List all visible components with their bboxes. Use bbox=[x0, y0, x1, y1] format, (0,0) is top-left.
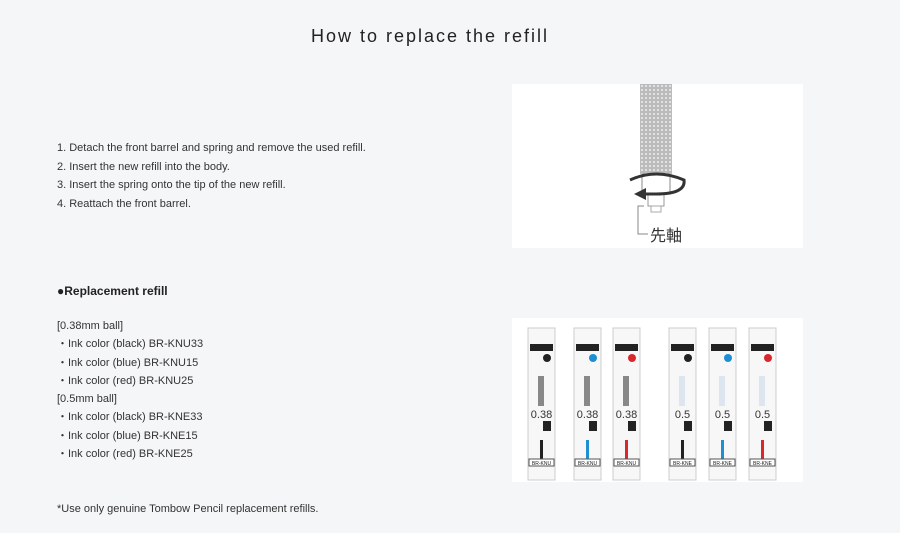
refill-package: 0.5BR-KNE bbox=[668, 327, 697, 481]
svg-text:BR-KNU: BR-KNU bbox=[617, 461, 637, 467]
svg-text:0.5: 0.5 bbox=[755, 409, 770, 421]
refill-line: ・Ink color (black) BR-KNE33 bbox=[57, 411, 203, 424]
refill-line: ・Ink color (blue) BR-KNE15 bbox=[57, 429, 198, 442]
step-item: 2. Insert the new refill into the body. bbox=[57, 160, 230, 173]
diagram-label: 先軸 bbox=[650, 227, 682, 245]
refill-line: ・Ink color (black) BR-KNU33 bbox=[57, 338, 204, 351]
svg-text:BR-KNE: BR-KNE bbox=[753, 461, 773, 467]
svg-text:0.5: 0.5 bbox=[715, 409, 730, 421]
step-item: 4. Reattach the front barrel. bbox=[57, 197, 191, 210]
svg-text:BR-KNE: BR-KNE bbox=[713, 461, 733, 467]
refill-line: ・Ink color (blue) BR-KNU15 bbox=[57, 356, 199, 369]
refill-line: [0.38mm ball] bbox=[57, 320, 124, 332]
refill-package: 0.5BR-KNE bbox=[708, 327, 737, 481]
svg-text:BR-KNU: BR-KNU bbox=[532, 461, 552, 467]
refill-package: 0.5BR-KNE bbox=[748, 327, 777, 481]
refill-line: [0.5mm ball] bbox=[57, 393, 117, 406]
genuine-refill-note: *Use only genuine Tombow Pencil replacem… bbox=[57, 503, 319, 515]
step-item: 1. Detach the front barrel and spring an… bbox=[57, 142, 366, 154]
refill-line: ・Ink color (red) BR-KNU25 bbox=[57, 374, 194, 387]
replacement-heading: ●Replacement refill bbox=[57, 284, 168, 298]
step-item: 3. Insert the spring onto the tip of the… bbox=[57, 179, 286, 191]
svg-text:0.5: 0.5 bbox=[675, 409, 690, 421]
replace-diagram-image: 先軸 bbox=[512, 84, 803, 248]
svg-text:BR-KNU: BR-KNU bbox=[578, 461, 598, 467]
refill-line: ・Ink color (red) BR-KNE25 bbox=[57, 448, 193, 461]
svg-text:0.38: 0.38 bbox=[616, 409, 637, 421]
svg-text:BR-KNE: BR-KNE bbox=[673, 461, 693, 467]
page-title: How to replace the refill bbox=[310, 26, 550, 46]
steps-list: 1. Detach the front barrel and spring an… bbox=[57, 139, 366, 213]
svg-text:0.38: 0.38 bbox=[531, 409, 552, 421]
refill-list: [0.38mm ball] ・Ink color (black) BR-KNU3… bbox=[57, 317, 203, 463]
svg-text:0.38: 0.38 bbox=[577, 409, 598, 421]
